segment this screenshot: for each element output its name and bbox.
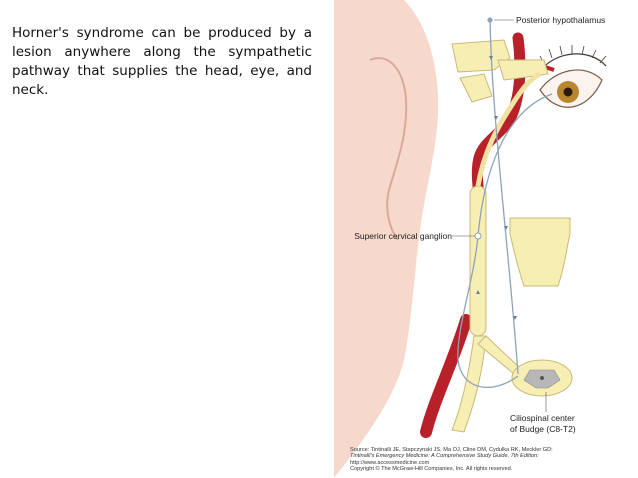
third-order-neuron bbox=[477, 93, 553, 237]
artery-lower bbox=[420, 314, 472, 438]
credit-line-2: Tintinalli's Emergency Medicine: A Compr… bbox=[350, 453, 539, 460]
label-posterior-hypothalamus: Posterior hypothalamus bbox=[516, 15, 605, 25]
hypothalamus-marker bbox=[487, 17, 493, 23]
label-ciliospinal-line1: Ciliospinal center bbox=[510, 413, 575, 423]
credit-line-4: Copyright © The McGraw-Hill Companies, I… bbox=[350, 466, 513, 473]
pathway-arrows bbox=[476, 56, 517, 320]
ganglion-marker bbox=[474, 232, 482, 240]
first-order-neuron bbox=[489, 19, 519, 375]
pathway-diagram: Posterior hypothalamus Superior cervical… bbox=[334, 0, 607, 478]
ear-skin bbox=[334, 0, 439, 478]
label-superior-cervical-ganglion: Superior cervical ganglion bbox=[354, 231, 452, 241]
internal-carotid-plexus bbox=[475, 71, 542, 187]
credit-line-1: Source: Tintinalli JE, Stapczynski JS, M… bbox=[350, 447, 553, 453]
ear-outline bbox=[369, 57, 408, 241]
credit-line-3: http://www.accessmedicine.com bbox=[350, 459, 430, 466]
spinal-cord-section bbox=[511, 359, 573, 397]
figure-source-credit: Source: Tintinalli JE, Stapczynski JS, M… bbox=[350, 447, 634, 473]
second-order-neuron bbox=[457, 235, 519, 389]
label-ciliospinal-line2: of Budge (C8-T2) bbox=[510, 424, 576, 434]
eye-icon bbox=[538, 45, 607, 108]
horner-pathway-figure: Posterior hypothalamus Superior cervical… bbox=[334, 0, 638, 478]
slide-body-text: Horner's syndrome can be produced by a l… bbox=[12, 25, 312, 98]
cervical-vertebra bbox=[509, 217, 571, 287]
